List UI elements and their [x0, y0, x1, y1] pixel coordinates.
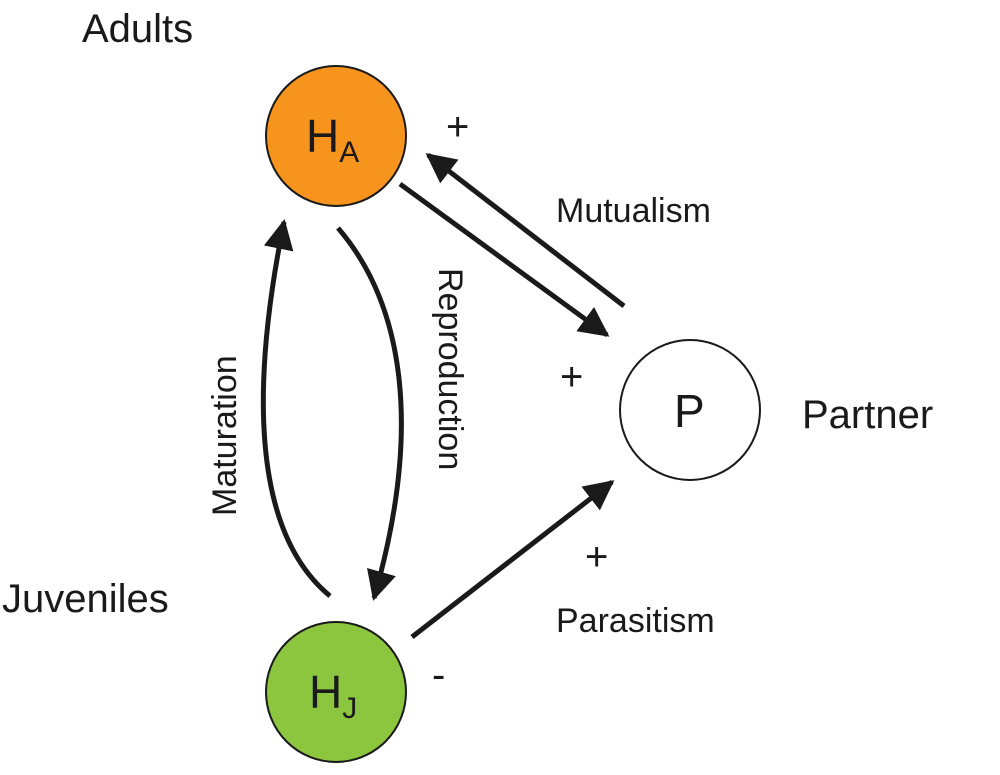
reproduction-label: Reproduction: [431, 268, 469, 470]
juveniles-effect-sign: -: [432, 653, 445, 697]
parasitism-label: Parasitism: [556, 602, 715, 640]
arrow-juveniles-to-partner: [410, 480, 615, 639]
mutualism-label: Mutualism: [556, 192, 711, 230]
node-juveniles: HJ: [265, 621, 407, 763]
arrow-adults-to-partner: [398, 181, 610, 338]
adults-subscript: A: [339, 136, 359, 169]
node-adults: HA: [265, 65, 407, 207]
adults-symbol: H: [306, 110, 339, 162]
svg-text:HA: HA: [306, 110, 359, 169]
arrow-partner-to-adults: [425, 153, 626, 308]
arrow-reproduction: [336, 226, 404, 601]
partner-label: Partner: [802, 393, 933, 437]
partner-from-juveniles-sign: +: [585, 535, 608, 579]
juveniles-symbol: H: [309, 666, 342, 718]
partner-from-adults-sign: +: [560, 355, 583, 399]
svg-text:HJ: HJ: [309, 666, 357, 725]
node-partner: P: [619, 339, 761, 481]
adults-effect-sign: +: [446, 105, 469, 149]
partner-symbol: P: [674, 385, 705, 437]
arrow-maturation: [260, 219, 332, 598]
juveniles-subscript: J: [342, 692, 357, 725]
adults-label: Adults: [82, 7, 193, 51]
juveniles-label: Juveniles: [2, 577, 169, 621]
maturation-label: Maturation: [206, 355, 244, 516]
